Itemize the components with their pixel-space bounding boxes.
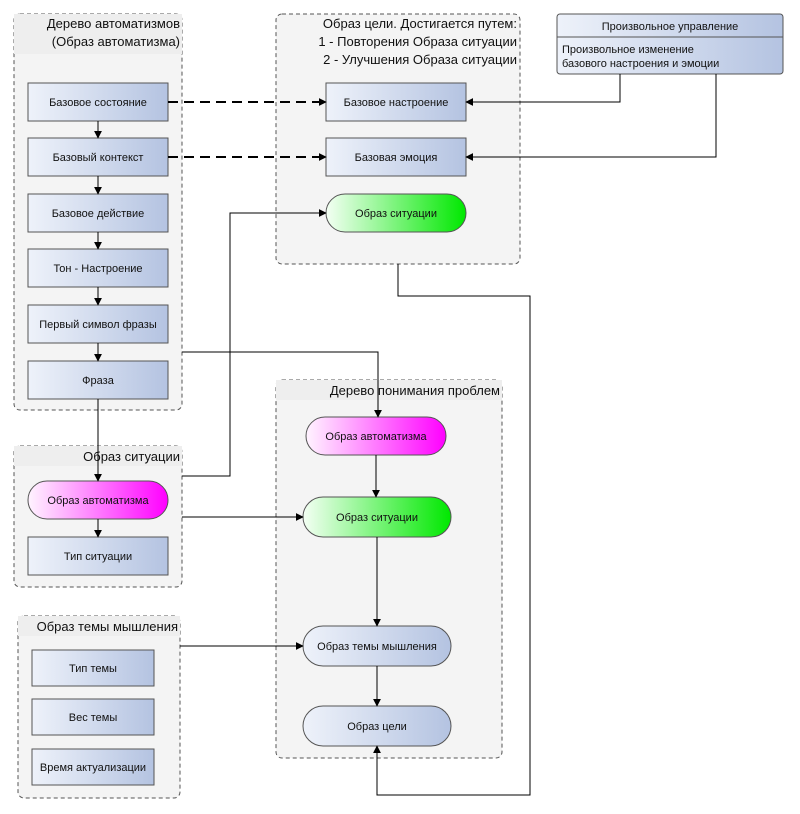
arrow-voluntary-to-mood	[465, 74, 621, 106]
pill-understanding-automatism[interactable]: Образ автоматизма	[305, 416, 447, 456]
container-title-automatism-tree-2: (Образ автоматизма)	[52, 34, 180, 49]
container-title-goal-2: 1 - Повторения Образа ситуации	[318, 34, 517, 49]
box-base-emotion[interactable]: Базовая эмоция	[325, 137, 467, 177]
pill-understanding-goal[interactable]: Образ цели	[302, 705, 452, 747]
voluntary-control-header: Произвольное управление	[602, 21, 739, 33]
pill-goal-situation-label: Образ ситуации	[355, 208, 437, 220]
box-theme-type[interactable]: Тип темы	[31, 649, 155, 687]
container-title-understanding: Дерево понимания проблем	[330, 383, 500, 398]
connectors	[94, 74, 717, 796]
box-base-action[interactable]: Базовое действие	[27, 193, 169, 233]
box-actualization-time-label: Время актуализации	[40, 762, 146, 774]
arrow-voluntary-to-emotion	[465, 74, 717, 161]
box-phrase-label: Фраза	[82, 375, 115, 387]
box-base-action-label: Базовое действие	[52, 208, 145, 220]
arrow-situation-to-goal-situation	[182, 209, 327, 477]
voluntary-control-box: Произвольное управление Произвольное изм…	[556, 13, 784, 75]
box-theme-type-label: Тип темы	[69, 663, 117, 675]
box-base-mood[interactable]: Базовое настроение	[325, 82, 467, 122]
pill-understanding-automatism-label: Образ автоматизма	[325, 431, 427, 443]
box-first-symbol-label: Первый символ фразы	[39, 319, 157, 331]
box-tone-mood-label: Тон - Настроение	[53, 263, 142, 275]
box-tone-mood[interactable]: Тон - Настроение	[27, 248, 169, 288]
box-base-context[interactable]: Базовый контекст	[27, 137, 169, 177]
box-theme-weight-label: Вес темы	[69, 712, 118, 724]
box-base-emotion-label: Базовая эмоция	[355, 152, 438, 164]
pill-understanding-thinking-theme[interactable]: Образ темы мышления	[302, 625, 452, 667]
arrow-phrase-to-understanding	[182, 351, 382, 418]
pill-goal-situation[interactable]: Образ ситуации	[325, 193, 467, 233]
box-base-state-label: Базовое состояние	[49, 97, 147, 109]
box-theme-weight[interactable]: Вес темы	[31, 698, 155, 736]
container-title-automatism-tree-1: Дерево автоматизмов	[47, 16, 180, 31]
box-situation-type[interactable]: Тип ситуации	[27, 536, 169, 576]
box-base-context-label: Базовый контекст	[53, 152, 144, 164]
pill-understanding-thinking-theme-label: Образ темы мышления	[317, 641, 437, 653]
pill-automatism-image-left-label: Образ автоматизма	[47, 495, 149, 507]
box-base-state[interactable]: Базовое состояние	[27, 82, 169, 122]
container-title-goal-1: Образ цели. Достигается путем:	[323, 16, 517, 31]
pill-understanding-goal-label: Образ цели	[347, 721, 407, 733]
box-base-mood-label: Базовое настроение	[344, 97, 449, 109]
box-actualization-time[interactable]: Время актуализации	[31, 748, 155, 786]
voluntary-control-text-1: Произвольное изменение	[562, 44, 694, 56]
pill-automatism-image-left[interactable]: Образ автоматизма	[27, 480, 169, 520]
pill-understanding-situation-label: Образ ситуации	[336, 512, 418, 524]
voluntary-control-text-2: базового настроения и эмоции	[562, 58, 719, 70]
box-situation-type-label: Тип ситуации	[64, 551, 132, 563]
container-title-goal-3: 2 - Улучшения Образа ситуации	[323, 52, 517, 67]
container-title-situation: Образ ситуации	[83, 449, 180, 464]
pill-understanding-situation[interactable]: Образ ситуации	[302, 496, 452, 538]
box-phrase[interactable]: Фраза	[27, 360, 169, 400]
container-title-thinking-theme: Образ темы мышления	[37, 619, 178, 634]
box-first-symbol[interactable]: Первый символ фразы	[27, 304, 169, 344]
arrow-goal-loop-to-understanding-goal	[373, 264, 531, 796]
